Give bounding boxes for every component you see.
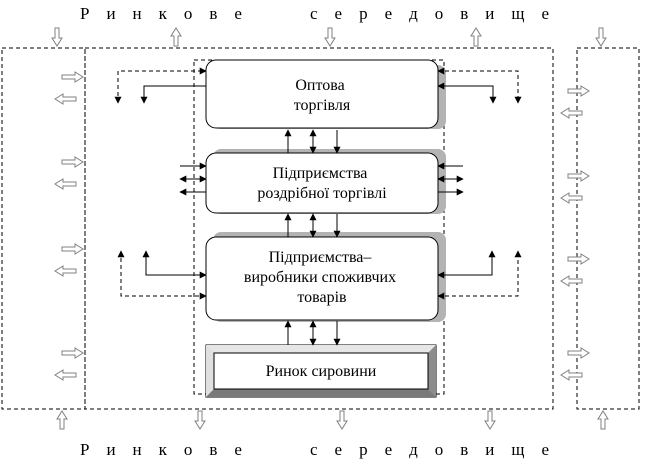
retail-side-arrows — [179, 162, 464, 196]
producers-label: Підприємства– виробники споживчих товарі… — [244, 249, 400, 306]
left-hollow-arrows — [54, 71, 84, 381]
right-hollow-arrows — [560, 85, 590, 381]
top-hollow-arrows — [51, 27, 607, 47]
wholesale-line-1: Оптова — [295, 77, 344, 94]
retail-line-2: роздрібної торгівлі — [257, 185, 387, 202]
raw-market-label: Ринок сировини — [266, 363, 377, 380]
producers-side-connectors — [117, 250, 522, 300]
producers-line-3: товарів — [297, 289, 347, 306]
wholesale-block: Оптова торгівля — [205, 59, 446, 129]
producers-block: Підприємства– виробники споживчих товарі… — [205, 232, 446, 322]
producers-line-1: Підприємства– — [269, 249, 373, 266]
bottom-hollow-arrows — [56, 410, 609, 430]
retail-label: Підприємства роздрібної торгівлі — [257, 165, 387, 202]
wholesale-line-2: торгівля — [294, 97, 351, 114]
vertical-flow-arrows — [284, 129, 341, 346]
producers-line-2: виробники споживчих — [244, 269, 396, 286]
central-environment-frame — [84, 47, 554, 410]
right-environment-frame — [576, 47, 640, 410]
raw-market-block: Ринок сировини — [205, 344, 437, 398]
bottom-environment-label: Р и н к о в е с е р е д о в и щ е — [80, 440, 549, 459]
top-environment-label: Р и н к о в е с е р е д о в и щ е — [80, 4, 549, 23]
wholesale-label: Оптова торгівля — [294, 77, 351, 114]
wholesale-side-connectors — [114, 67, 522, 104]
retail-block: Підприємства роздрібної торгівлі — [205, 149, 446, 214]
retail-line-1: Підприємства — [273, 165, 368, 182]
left-environment-frame — [1, 47, 86, 410]
